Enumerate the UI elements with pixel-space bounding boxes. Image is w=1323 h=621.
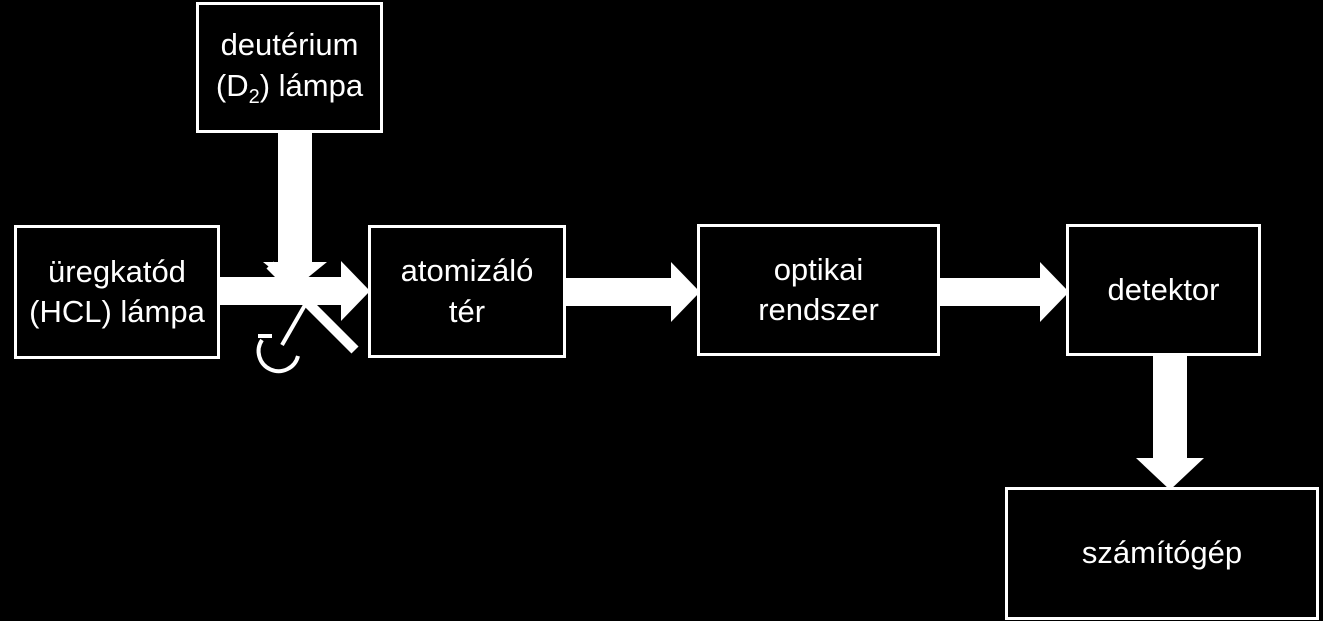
optics-label-line2: rendszer	[758, 292, 879, 327]
optics-box: optikai rendszer	[697, 224, 940, 356]
deuterium-subscript: 2	[248, 85, 260, 108]
detector-box: detektor	[1066, 224, 1261, 356]
atomizer-label-line2: tér	[448, 293, 486, 329]
hcl-lamp-box: üregkatód (HCL) lámpa	[14, 225, 220, 359]
deuterium-lamp-box: deutérium (D2) lámpa	[196, 2, 383, 133]
optics-label-line1: optikai	[773, 251, 864, 287]
beam-combiner-icon	[256, 261, 359, 374]
deuterium-label-line2: (D2) lámpa	[215, 67, 364, 108]
arrow-atomizer-to-optics	[565, 262, 700, 322]
hcl-label-line2: (HCL) lámpa	[29, 294, 205, 329]
deuterium-label-line1: deutérium	[220, 27, 359, 63]
detector-label: detektor	[1107, 271, 1220, 307]
atomizer-label-line1: atomizáló	[400, 253, 534, 289]
computer-box: számítógép	[1005, 487, 1319, 620]
computer-label: számítógép	[1081, 535, 1243, 571]
arrow-detector-to-computer	[1136, 354, 1204, 490]
atomizer-box: atomizáló tér	[368, 225, 566, 358]
arrow-optics-to-detector	[938, 262, 1069, 322]
arrow-hcl-to-atomizer	[217, 261, 370, 321]
arrow-deuterium-down	[263, 130, 327, 288]
hcl-label-line1: üregkatód	[48, 253, 186, 289]
